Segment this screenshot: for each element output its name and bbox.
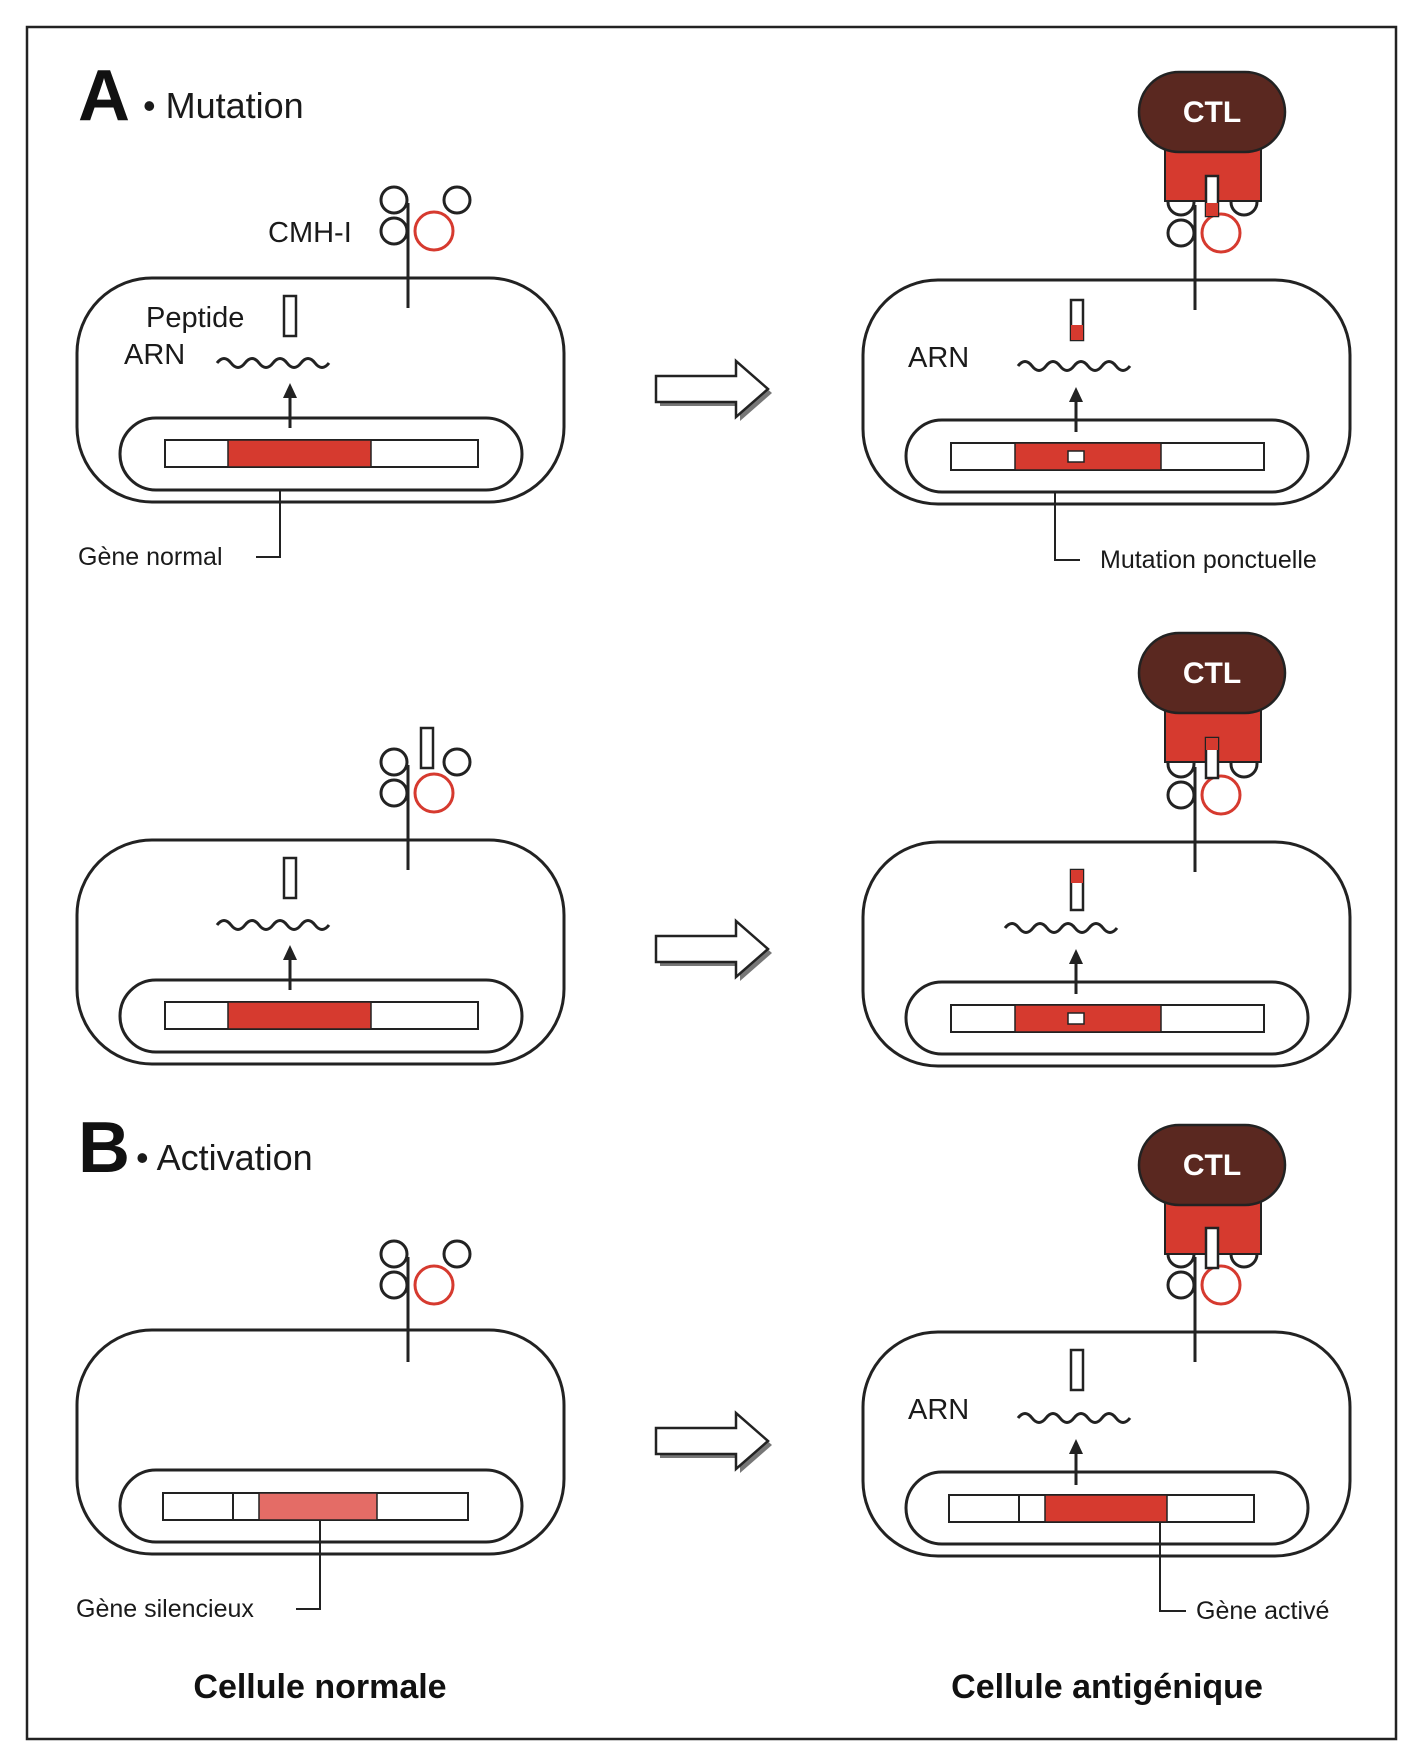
- footer-right-caption: Cellule antigénique: [951, 1668, 1263, 1706]
- point-mutation-mark: [1067, 450, 1085, 463]
- section-b-title: • Activation: [136, 1137, 313, 1178]
- row1-normal-cell: [75, 185, 566, 558]
- gene-activated-bar: [1044, 1494, 1168, 1523]
- gene-normal-label: Gène normal: [78, 543, 223, 571]
- row2-normal-cell: [75, 726, 566, 1066]
- section-a-letter: A: [78, 56, 130, 136]
- arn-label-r1-right: ARN: [908, 342, 969, 374]
- section-a-title: • Mutation: [143, 85, 304, 126]
- mutation-ponctuelle-label: Mutation ponctuelle: [1100, 546, 1317, 574]
- arn-label-r1-left: ARN: [124, 339, 185, 371]
- peptide-icon: [282, 294, 298, 338]
- row1-antigenic-cell: [861, 70, 1352, 561]
- gene-silencieux-label: Gène silencieux: [76, 1595, 254, 1623]
- cmh-label: CMH-I: [268, 217, 352, 249]
- row3-normal-cell: [75, 1239, 566, 1610]
- ctl-label-3: CTL: [1183, 1149, 1241, 1182]
- footer-left-caption: Cellule normale: [193, 1668, 446, 1706]
- row3-antigenic-cell: [861, 1123, 1352, 1612]
- row2-antigenic-cell: [861, 631, 1352, 1068]
- ctl-label-2: CTL: [1183, 657, 1241, 690]
- gene-silent-bar: [258, 1492, 378, 1521]
- gene-active-label: Gène activé: [1196, 1597, 1329, 1625]
- arn-label-r3-right: ARN: [908, 1394, 969, 1426]
- ctl-label-1: CTL: [1183, 96, 1241, 129]
- section-b-letter: B: [78, 1108, 130, 1188]
- gene-normal-bar: [227, 439, 372, 468]
- peptide-label: Peptide: [146, 302, 244, 334]
